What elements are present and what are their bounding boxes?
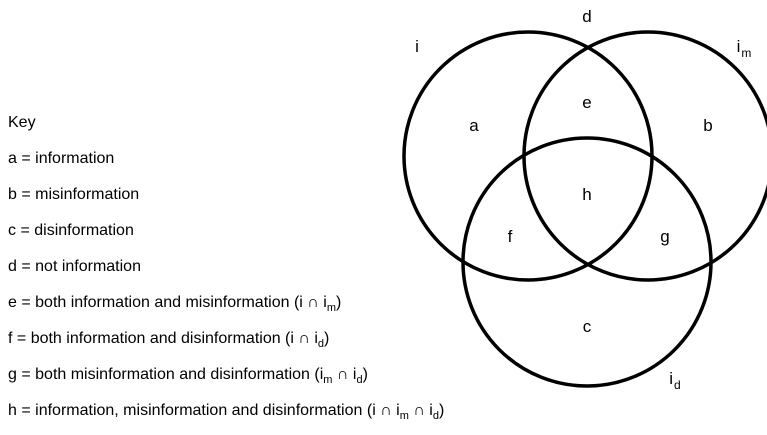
key-item-f: f = both information and disinformation … [8, 330, 330, 351]
outside-label-d: d [582, 7, 591, 26]
formula-subscript: m [323, 374, 333, 387]
formula-token: i [372, 402, 376, 419]
key-formula: i ∩ id [290, 330, 325, 351]
venn-labels: i im id d a b c e f g h [415, 7, 751, 392]
key-letter: b [8, 186, 17, 203]
key-item-d: d = not information [8, 258, 141, 275]
key-description: not information [35, 258, 141, 275]
key-formula: i ∩ im ∩ id [372, 402, 439, 423]
formula-token: i [314, 330, 318, 347]
key-item-g: g = both misinformation and disinformati… [8, 366, 368, 387]
key-item-e: e = both information and misinformation … [8, 294, 342, 315]
key-letter: g [8, 366, 17, 383]
formula-token: ∩ [380, 402, 392, 419]
region-label-c: c [583, 317, 592, 336]
formula-subscript: d [317, 338, 325, 351]
formula-token: i [319, 366, 324, 383]
set-circle-i [402, 30, 654, 282]
key-item-h: h = information, misinformation and disi… [8, 402, 445, 423]
formula-token: ∩ [413, 402, 425, 419]
formula-subscript: d [356, 374, 363, 387]
key-formula: i ∩ im [299, 294, 336, 315]
formula-token: i [290, 330, 294, 347]
key-item-c: c = disinformation [8, 222, 134, 239]
key-letter: c [8, 222, 16, 239]
formula-token: i [429, 402, 433, 419]
formula-token: i [323, 294, 327, 311]
key-description: both information and misinformation [35, 294, 290, 311]
key-formula: im ∩ id [319, 366, 363, 387]
key-list: a = information b = misinformation c = dis… [8, 147, 444, 435]
formula-token: i [396, 402, 400, 419]
key-letter: f [8, 330, 13, 347]
region-label-h: h [582, 185, 591, 204]
key-description: information [35, 150, 115, 167]
set-label-im: im [737, 37, 752, 60]
set-label-i: i [415, 37, 419, 56]
formula-subscript: m [399, 410, 409, 423]
key-letter: e [8, 294, 17, 311]
key-description: misinformation [35, 186, 140, 203]
venn-diagram: i im id d a b c e f g h [402, 7, 767, 392]
key-description: information, misinformation and disinfor… [35, 402, 363, 419]
region-label-b: b [703, 116, 712, 135]
key-item-a: a = information [8, 150, 115, 167]
formula-token: ∩ [307, 294, 319, 311]
key-letter: a [8, 150, 17, 167]
region-label-e: e [582, 93, 591, 112]
region-label-a: a [469, 116, 479, 135]
key-letter: d [8, 258, 17, 275]
formula-token: ∩ [298, 330, 310, 347]
region-label-g: g [660, 227, 669, 246]
formula-token: i [352, 366, 357, 383]
key-letter: h [8, 402, 17, 419]
formula-subscript: d [432, 410, 439, 423]
set-circle-id [461, 136, 713, 388]
key-description: both information and disinformation [30, 330, 281, 347]
key-description: both misinformation and disinformation [35, 366, 310, 383]
formula-token: i [299, 294, 303, 311]
venn-circles [402, 30, 767, 388]
venn-key: Key a = information b = misinformation c =… [8, 111, 444, 435]
key-description: disinformation [34, 222, 134, 239]
region-label-f: f [508, 227, 513, 246]
key-item-b: b = misinformation [8, 186, 140, 203]
formula-subscript: m [326, 302, 336, 315]
set-circle-im [522, 30, 767, 282]
set-label-id: id [669, 369, 680, 392]
key-title: Key [8, 114, 36, 131]
formula-token: ∩ [336, 366, 349, 383]
